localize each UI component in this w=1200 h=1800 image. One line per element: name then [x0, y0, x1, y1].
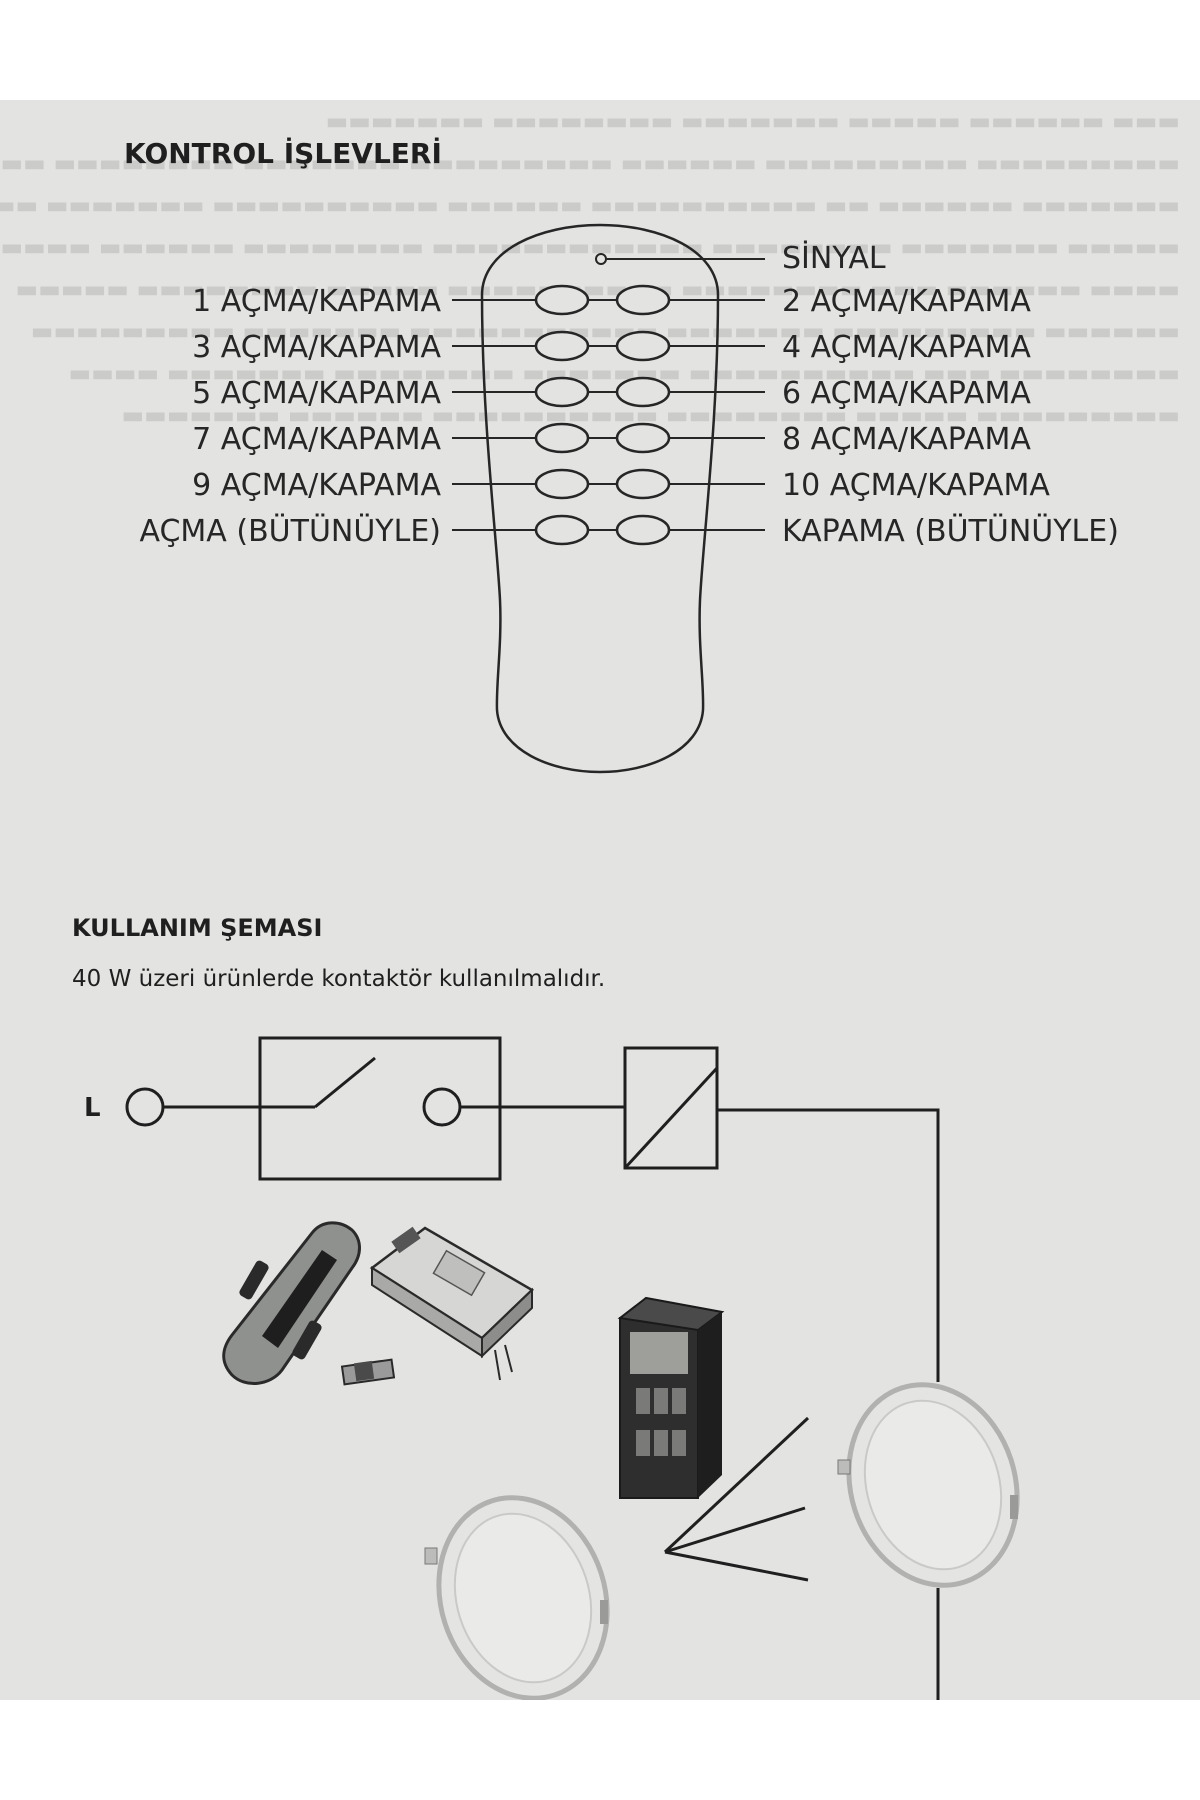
output-terminal-icon — [422, 1087, 462, 1127]
button-all-off-icon — [615, 514, 671, 546]
left-label-all-on: AÇMA (BÜTÜNÜYLE) — [139, 513, 441, 549]
signal-rays-icon — [663, 1416, 810, 1582]
document-drawing: KONTROL İŞLEVLERİ SİNYAL — [72, 136, 1119, 1700]
remote-outline — [480, 223, 720, 774]
button-4-icon — [615, 330, 671, 362]
section2-note: 40 W üzeri ürünlerde kontaktör kullanılm… — [72, 966, 605, 992]
contactor-photo — [617, 1296, 725, 1499]
button-row-5 — [452, 468, 765, 500]
button-8-icon — [615, 422, 671, 454]
contactor-coil-box — [623, 1046, 719, 1170]
right-label-4: 4 AÇMA/KAPAMA — [782, 330, 1031, 365]
right-label-6: 6 AÇMA/KAPAMA — [782, 376, 1031, 411]
section1-title: KONTROL İŞLEVLERİ — [124, 136, 442, 170]
button-all-on-icon — [534, 514, 590, 546]
button-6-icon — [615, 376, 671, 408]
right-label-10: 10 AÇMA/KAPAMA — [782, 468, 1050, 503]
button-row-2 — [452, 330, 765, 362]
section2-title: KULLANIM ŞEMASI — [72, 914, 322, 942]
led-panel-right-photo — [837, 1382, 1020, 1588]
button-9-icon — [534, 468, 590, 500]
signal-led-icon — [595, 253, 607, 265]
left-label-7: 7 AÇMA/KAPAMA — [192, 422, 441, 457]
left-label-5: 5 AÇMA/KAPAMA — [192, 376, 441, 411]
line-terminal-label: L — [84, 1093, 101, 1123]
battery-photo — [340, 1358, 396, 1386]
contactor-coil-symbol — [623, 1066, 719, 1170]
remote-control-photo — [222, 1221, 361, 1385]
button-5-icon — [534, 376, 590, 408]
button-row-3 — [452, 376, 765, 408]
left-label-1: 1 AÇMA/KAPAMA — [192, 284, 441, 319]
switch-contact-icon — [314, 1056, 376, 1109]
right-label-8: 8 AÇMA/KAPAMA — [782, 422, 1031, 457]
button-10-icon — [615, 468, 671, 500]
button-2-icon — [615, 284, 671, 316]
button-row-1 — [452, 284, 765, 316]
button-7-icon — [534, 422, 590, 454]
button-3-icon — [534, 330, 590, 362]
receiver-module-photo — [369, 1226, 535, 1381]
wiring-diagram: L — [84, 1036, 940, 1700]
left-label-3: 3 AÇMA/KAPAMA — [192, 330, 441, 365]
signal-label: SİNYAL — [782, 240, 886, 276]
led-panel-left-photo — [424, 1495, 610, 1700]
button-1-icon — [534, 284, 590, 316]
right-label-2: 2 AÇMA/KAPAMA — [782, 284, 1031, 319]
right-label-all-off: KAPAMA (BÜTÜNÜYLE) — [782, 513, 1119, 549]
left-label-9: 9 AÇMA/KAPAMA — [192, 468, 441, 503]
button-row-6 — [452, 514, 765, 546]
document-page: ▬▬▬ ▬▬▬▬▬▬ ▬▬▬▬▬ ▬▬▬▬▬▬▬ ▬▬▬▬▬▬▬▬ ▬▬▬▬▬▬… — [0, 100, 1200, 1700]
input-terminal-icon — [125, 1087, 165, 1127]
button-row-4 — [452, 422, 765, 454]
